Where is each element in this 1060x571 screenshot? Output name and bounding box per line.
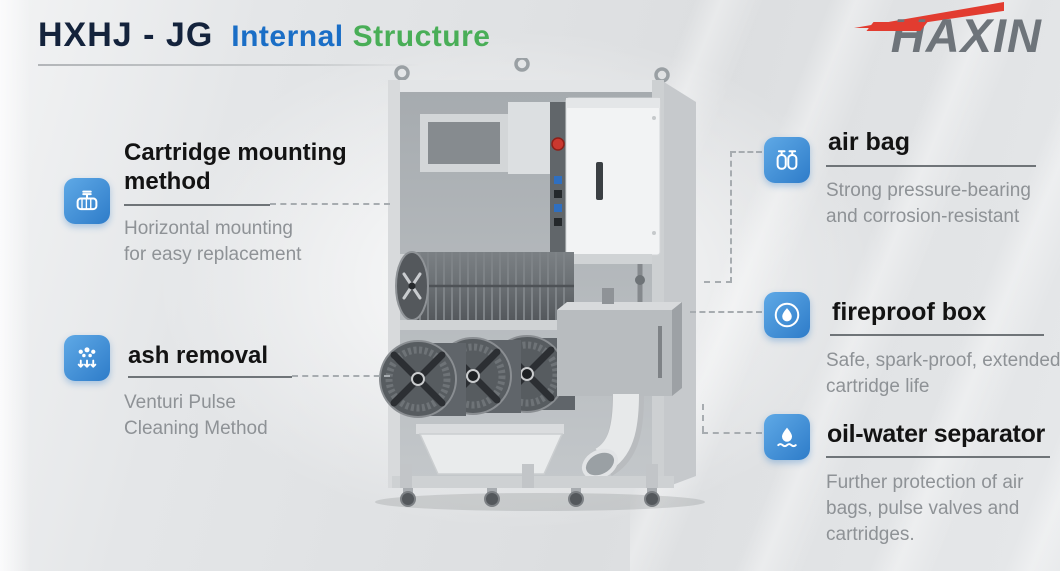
underline-fireproof-box [830, 334, 1044, 336]
air-bag-icon [764, 137, 810, 183]
oil-water-glyph [777, 427, 797, 448]
leader-line-air-bag-h1 [730, 151, 762, 153]
model-title: HXHJ - JG [38, 16, 214, 54]
callout-desc-cartridge-mounting: Horizontal mounting for easy replacement [124, 218, 302, 265]
callout-title-oil-water-separator: oil-water separator [827, 420, 1045, 448]
ash-removal-icon [64, 335, 110, 381]
leader-line-oil-water-v [702, 404, 704, 432]
leader-line-air-bag-h2 [704, 281, 732, 283]
callout-desc-ash-removal: Venturi Pulse Cleaning Method [124, 392, 268, 439]
callout-desc-oil-water-separator: Further protection of air bags, pulse va… [826, 472, 1024, 545]
background-left-highlight [0, 0, 30, 571]
cartridge-glyph [76, 190, 98, 211]
leader-line-cartridge [270, 203, 390, 205]
leader-line-fireproof-box [690, 311, 762, 313]
title-underline [38, 64, 420, 66]
callout-title-cartridge-mounting: Cartridge mounting method [124, 139, 347, 195]
fireproof-glyph [774, 302, 800, 328]
subtitle-word-structure: Structure [352, 20, 491, 53]
subtitle-word-internal: Internal [231, 20, 344, 53]
underline-oil-water-separator [826, 456, 1050, 458]
oil-water-separator-icon [764, 414, 810, 460]
callout-desc-fireproof-box: Safe, spark-proof, extended cartridge li… [826, 350, 1060, 397]
callout-title-ash-removal: ash removal [128, 342, 269, 369]
cartridge-mounting-icon [64, 178, 110, 224]
callout-title-air-bag: air bag [828, 128, 910, 156]
brand-logo: HAXIN [854, 2, 1042, 64]
underline-air-bag [826, 165, 1036, 167]
leader-line-air-bag-v [730, 151, 732, 283]
air-bag-glyph [776, 150, 798, 170]
leader-line-oil-water-h [702, 432, 762, 434]
ash-glyph [77, 347, 97, 368]
machine-illustration [375, 58, 705, 511]
underline-ash-removal [128, 376, 292, 378]
logo-text: HAXIN [890, 8, 1042, 62]
underline-cartridge-mounting [124, 204, 270, 206]
fireproof-box-icon [764, 292, 810, 338]
logo-red-slash [866, 22, 928, 31]
callout-title-fireproof-box: fireproof box [832, 298, 987, 326]
leader-line-ash-removal [292, 375, 390, 377]
callout-desc-air-bag: Strong pressure-bearing and corrosion-re… [826, 180, 1031, 227]
